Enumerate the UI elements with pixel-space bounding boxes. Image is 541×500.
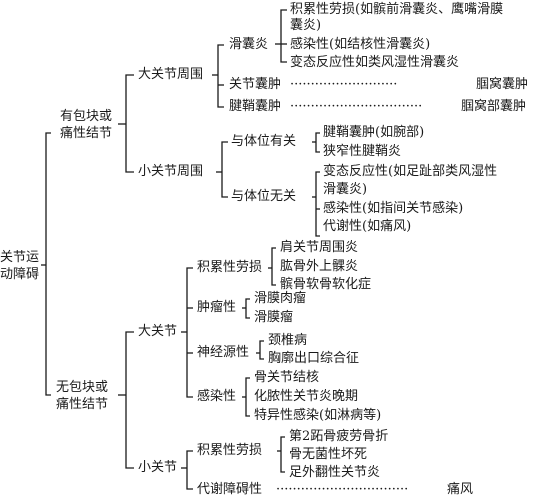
large-periphery-label: 大关节周围 (138, 67, 204, 82)
nolump-label-line2: 痛性结节 (56, 397, 109, 412)
infect-item-3: 特异性感染(如淋病等) (254, 408, 382, 423)
infect-item-2: 化脓性关节炎晚期 (254, 389, 359, 404)
small-strain-item-1: 第2跖骨疲劳骨折 (289, 429, 389, 444)
root-label-line1: 关节运 (0, 250, 40, 265)
small-strain-label: 积累性劳损 (197, 443, 263, 458)
bursitis-item-1b: 囊炎) (290, 18, 322, 33)
bursitis-item-1: 积累性劳损(如髌前滑囊炎、鹰嘴滑膜 (290, 2, 504, 17)
large-strain-item-2: 肱骨外上髁炎 (280, 259, 359, 274)
tendon-cyst-dots: ································ (290, 99, 423, 114)
joint-cyst-label: 关节囊肿 (229, 77, 282, 92)
posture-unrelated-item-3: 代谢性(如痛风) (323, 219, 412, 234)
lump-label-line1: 有包块或 (60, 109, 113, 124)
small-strain-item-2: 骨无菌性坏死 (289, 447, 368, 462)
posture-related-item-2: 狭窄性腱鞘炎 (323, 144, 402, 159)
nolump-label-line1: 无包块或 (56, 380, 109, 395)
large-strain-item-3: 髌骨软骨软化症 (280, 277, 372, 292)
metabolic-dots: ································ (276, 482, 409, 497)
large-strain-item-1: 肩关节周围炎 (280, 240, 359, 255)
joint-cyst-target: 腘窝囊肿 (476, 77, 529, 92)
tendon-cyst-target: 腘窝部囊肿 (461, 99, 527, 114)
tumor-label: 肿瘤性 (197, 300, 237, 315)
infect-label: 感染性 (197, 389, 237, 404)
neuro-item-2: 胸廓出口综合征 (268, 351, 360, 366)
metabolic-label: 代谢障碍性 (197, 482, 263, 497)
bursitis-item-2: 感染性(如结核性滑囊炎) (290, 37, 431, 52)
posture-related-label: 与体位有关 (231, 134, 297, 149)
joint-cyst-dots: ·························· (290, 77, 398, 92)
small-periphery-label: 小关节周围 (138, 164, 204, 179)
lump-label-line2: 痛性结节 (60, 126, 113, 141)
posture-related-item-1: 腱鞘囊肿(如腕部) (323, 125, 425, 140)
tumor-item-2: 滑膜瘤 (254, 310, 294, 325)
tumor-item-1: 滑膜肉瘤 (254, 291, 307, 306)
neuro-label: 神经源性 (197, 345, 250, 360)
tendon-cyst-label: 腱鞘囊肿 (229, 99, 282, 114)
small-joint-label: 小关节 (138, 460, 178, 475)
posture-unrelated-item-1b: 滑囊炎) (323, 182, 368, 197)
posture-unrelated-label: 与体位无关 (231, 189, 297, 204)
large-strain-label: 积累性劳损 (197, 260, 263, 275)
bursitis-item-3: 变态反应性如类风湿性滑囊炎 (290, 55, 460, 70)
bursitis-label: 滑囊炎 (229, 37, 269, 52)
metabolic-target: 痛风 (447, 482, 474, 497)
infect-item-1: 骨关节结核 (254, 370, 320, 385)
neuro-item-1: 颈椎病 (268, 333, 308, 348)
posture-unrelated-item-2: 感染性(如指间关节感染) (323, 201, 464, 216)
small-strain-item-3: 足外翻性关节炎 (289, 465, 381, 480)
posture-unrelated-item-1: 变态反应性(如足趾部类风湿性 (323, 164, 498, 179)
large-joint-label: 大关节 (138, 324, 178, 339)
root-label-line2: 动障碍 (0, 267, 40, 282)
